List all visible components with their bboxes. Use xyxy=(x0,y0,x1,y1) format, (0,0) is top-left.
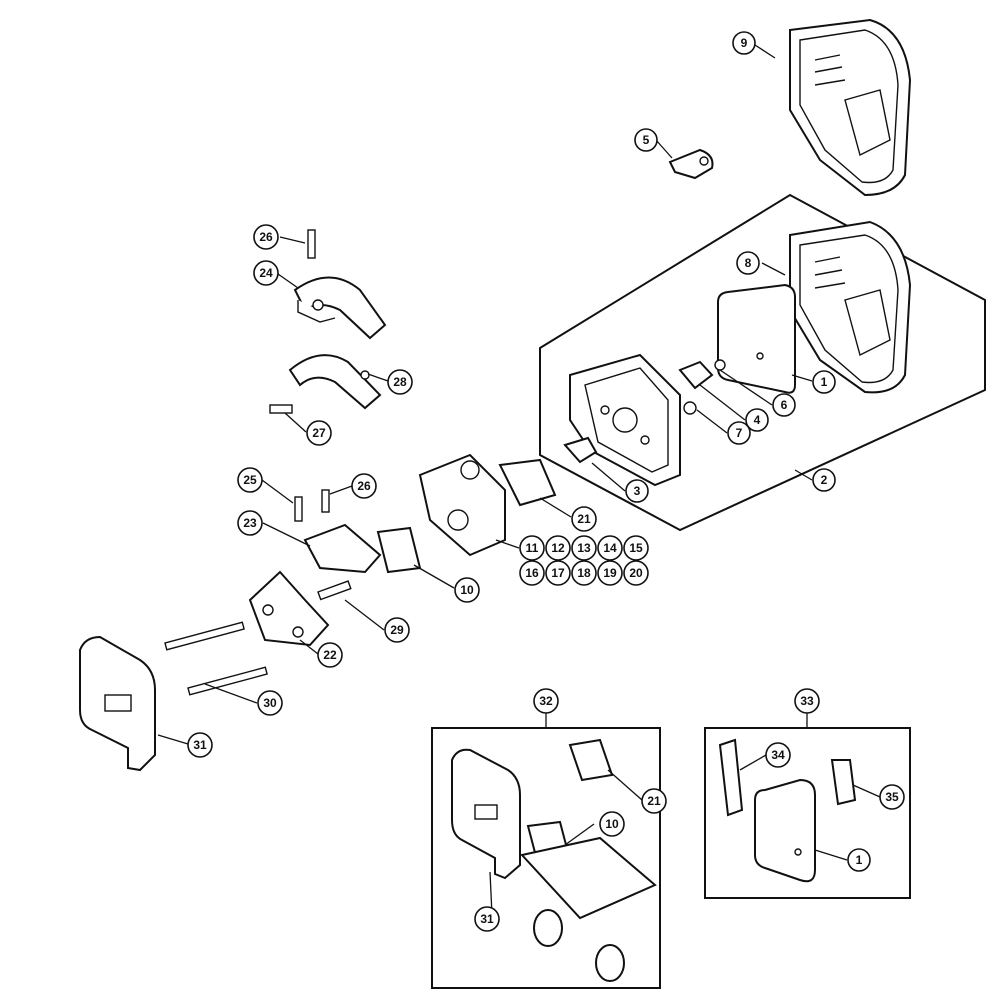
gasket-part-21 xyxy=(498,458,557,507)
assembly-frame-2 xyxy=(539,193,986,532)
callout-6: 6 xyxy=(772,393,796,417)
svg-text:26: 26 xyxy=(357,479,371,493)
svg-text:26: 26 xyxy=(259,230,273,244)
callout-31b: 31 xyxy=(474,906,500,932)
svg-text:10: 10 xyxy=(605,817,619,831)
callout-1: 1 xyxy=(812,370,836,394)
callout-26: 26 xyxy=(253,224,279,250)
svg-text:27: 27 xyxy=(312,426,326,440)
bolts-part-29-30 xyxy=(164,580,352,696)
callout-4: 4 xyxy=(745,408,769,432)
svg-text:31: 31 xyxy=(480,912,494,926)
callout-30: 30 xyxy=(257,690,283,716)
svg-text:24: 24 xyxy=(259,266,273,280)
svg-text:23: 23 xyxy=(243,516,257,530)
svg-text:21: 21 xyxy=(647,794,661,808)
svg-text:22: 22 xyxy=(323,648,337,662)
svg-text:3: 3 xyxy=(634,484,641,498)
svg-text:4: 4 xyxy=(754,413,761,427)
gasket-part-10 xyxy=(376,526,422,574)
kit-33-contents xyxy=(718,738,857,883)
svg-text:29: 29 xyxy=(390,623,404,637)
kit-32-contents xyxy=(451,738,657,982)
carburetor-parts-11-20 xyxy=(418,453,506,557)
callout-23: 23 xyxy=(237,510,263,536)
callout-10b: 10 xyxy=(599,811,625,837)
callout-29: 29 xyxy=(384,617,410,643)
air-filter-cover-part-8 xyxy=(789,220,912,394)
callout-7: 7 xyxy=(727,421,751,445)
svg-text:19: 19 xyxy=(603,566,617,580)
svg-text:21: 21 xyxy=(577,512,591,526)
svg-text:31: 31 xyxy=(193,738,207,752)
svg-text:9: 9 xyxy=(741,36,748,50)
svg-text:34: 34 xyxy=(771,748,785,762)
svg-text:1: 1 xyxy=(821,375,828,389)
callout-24: 24 xyxy=(253,260,279,286)
svg-text:2: 2 xyxy=(821,473,828,487)
shroud-part-28 xyxy=(269,354,382,414)
svg-text:5: 5 xyxy=(643,133,650,147)
air-filter-part-1 xyxy=(717,283,796,394)
svg-text:14: 14 xyxy=(603,541,617,555)
callout-11: 11 xyxy=(519,535,545,561)
heat-shield-part-31 xyxy=(79,635,156,772)
callout-21b: 21 xyxy=(641,788,667,814)
callout-1b: 1 xyxy=(847,848,871,872)
svg-text:30: 30 xyxy=(263,696,277,710)
svg-text:28: 28 xyxy=(393,375,407,389)
svg-text:1: 1 xyxy=(856,853,863,867)
callout-20: 20 xyxy=(623,560,649,586)
callout-18: 18 xyxy=(571,560,597,586)
callout-8: 8 xyxy=(736,251,760,275)
svg-text:32: 32 xyxy=(539,694,553,708)
callout-9: 9 xyxy=(732,31,756,55)
svg-text:20: 20 xyxy=(629,566,643,580)
callout-14: 14 xyxy=(597,535,623,561)
callout-27: 27 xyxy=(306,420,332,446)
callout-26b: 26 xyxy=(351,473,377,499)
air-filter-base-part-2 xyxy=(569,353,681,487)
svg-text:25: 25 xyxy=(243,473,257,487)
svg-text:8: 8 xyxy=(745,256,752,270)
svg-text:18: 18 xyxy=(577,566,591,580)
svg-text:33: 33 xyxy=(800,694,814,708)
adapter-part-22 xyxy=(248,570,330,647)
callout-12: 12 xyxy=(545,535,571,561)
clip-part-5 xyxy=(668,148,714,180)
svg-text:17: 17 xyxy=(551,566,565,580)
svg-text:15: 15 xyxy=(629,541,643,555)
callout-10: 10 xyxy=(454,577,480,603)
callout-22: 22 xyxy=(317,642,343,668)
callout-21: 21 xyxy=(571,506,597,532)
svg-text:13: 13 xyxy=(577,541,591,555)
callout-16: 16 xyxy=(519,560,545,586)
svg-text:6: 6 xyxy=(781,398,788,412)
callout-28: 28 xyxy=(387,369,413,395)
svg-text:7: 7 xyxy=(736,426,743,440)
svg-text:12: 12 xyxy=(551,541,565,555)
callout-17: 17 xyxy=(545,560,571,586)
air-filter-cover-part-9 xyxy=(789,18,912,197)
svg-text:16: 16 xyxy=(525,566,539,580)
callout-3: 3 xyxy=(625,479,649,503)
intake-part-23 xyxy=(294,489,382,574)
callout-5: 5 xyxy=(634,128,658,152)
leader-lines xyxy=(157,44,881,916)
shroud-part-24 xyxy=(293,229,387,340)
callout-25: 25 xyxy=(237,467,263,493)
callout-35: 35 xyxy=(879,784,905,810)
callout-13: 13 xyxy=(571,535,597,561)
callout-34: 34 xyxy=(765,742,791,768)
callout-31: 31 xyxy=(187,732,213,758)
callout-2: 2 xyxy=(812,468,836,492)
svg-text:11: 11 xyxy=(526,541,539,555)
svg-text:10: 10 xyxy=(460,583,474,597)
callout-19: 19 xyxy=(597,560,623,586)
svg-text:35: 35 xyxy=(885,790,899,804)
callout-33: 33 xyxy=(794,688,820,714)
callout-15: 15 xyxy=(623,535,649,561)
callout-32: 32 xyxy=(533,688,559,714)
